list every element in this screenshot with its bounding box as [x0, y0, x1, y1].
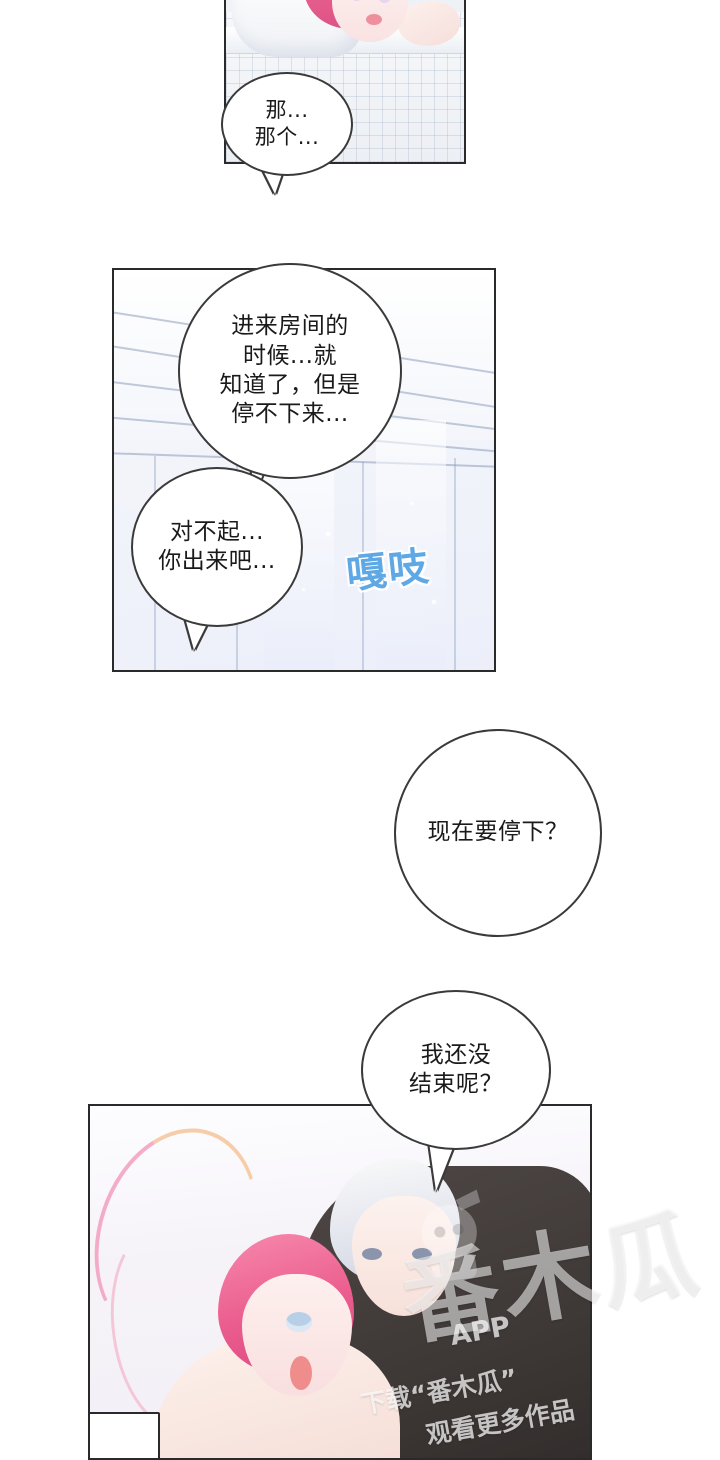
wall-line: [362, 462, 364, 670]
character-eye-right: [378, 0, 391, 3]
character-mouth: [366, 14, 382, 25]
speech-bubble-2: 进来房间的 时候...就 知道了，但是 停不下来...: [178, 263, 402, 479]
sparkle: [432, 600, 436, 604]
character-a-eye: [286, 1312, 312, 1332]
sound-effect-text: 嘎吱: [344, 543, 433, 599]
character-b-eye-right: [412, 1248, 432, 1260]
sparkle: [326, 532, 330, 536]
speech-bubble-3-text: 对不起... 你出来吧...: [158, 518, 276, 574]
sparkle: [410, 502, 413, 505]
next-panel-edge: [90, 1412, 160, 1458]
speech-bubble-3: 对不起... 你出来吧...: [131, 467, 303, 627]
speech-bubble-1-text: 那... 那个...: [254, 98, 320, 149]
speech-bubble-5: 我还没 结束呢？: [361, 990, 551, 1150]
character-a-mouth: [290, 1356, 312, 1390]
character-eye-left: [350, 0, 363, 1]
speech-bubble-5-text: 我还没 结束呢？: [409, 1041, 503, 1097]
speech-bubble-1: 那... 那个...: [221, 72, 353, 176]
speech-bubble-4: 现在要停下？: [394, 729, 602, 937]
character-b-eye-left: [362, 1248, 382, 1260]
speech-bubble-2-text: 进来房间的 时候...就 知道了，但是 停不下来...: [219, 313, 361, 428]
wall-line: [454, 458, 456, 670]
comic-panel-3: [88, 1104, 592, 1460]
speech-bubble-4-text: 现在要停下？: [427, 819, 569, 846]
sparkle: [302, 588, 305, 591]
light-column: [376, 420, 446, 670]
